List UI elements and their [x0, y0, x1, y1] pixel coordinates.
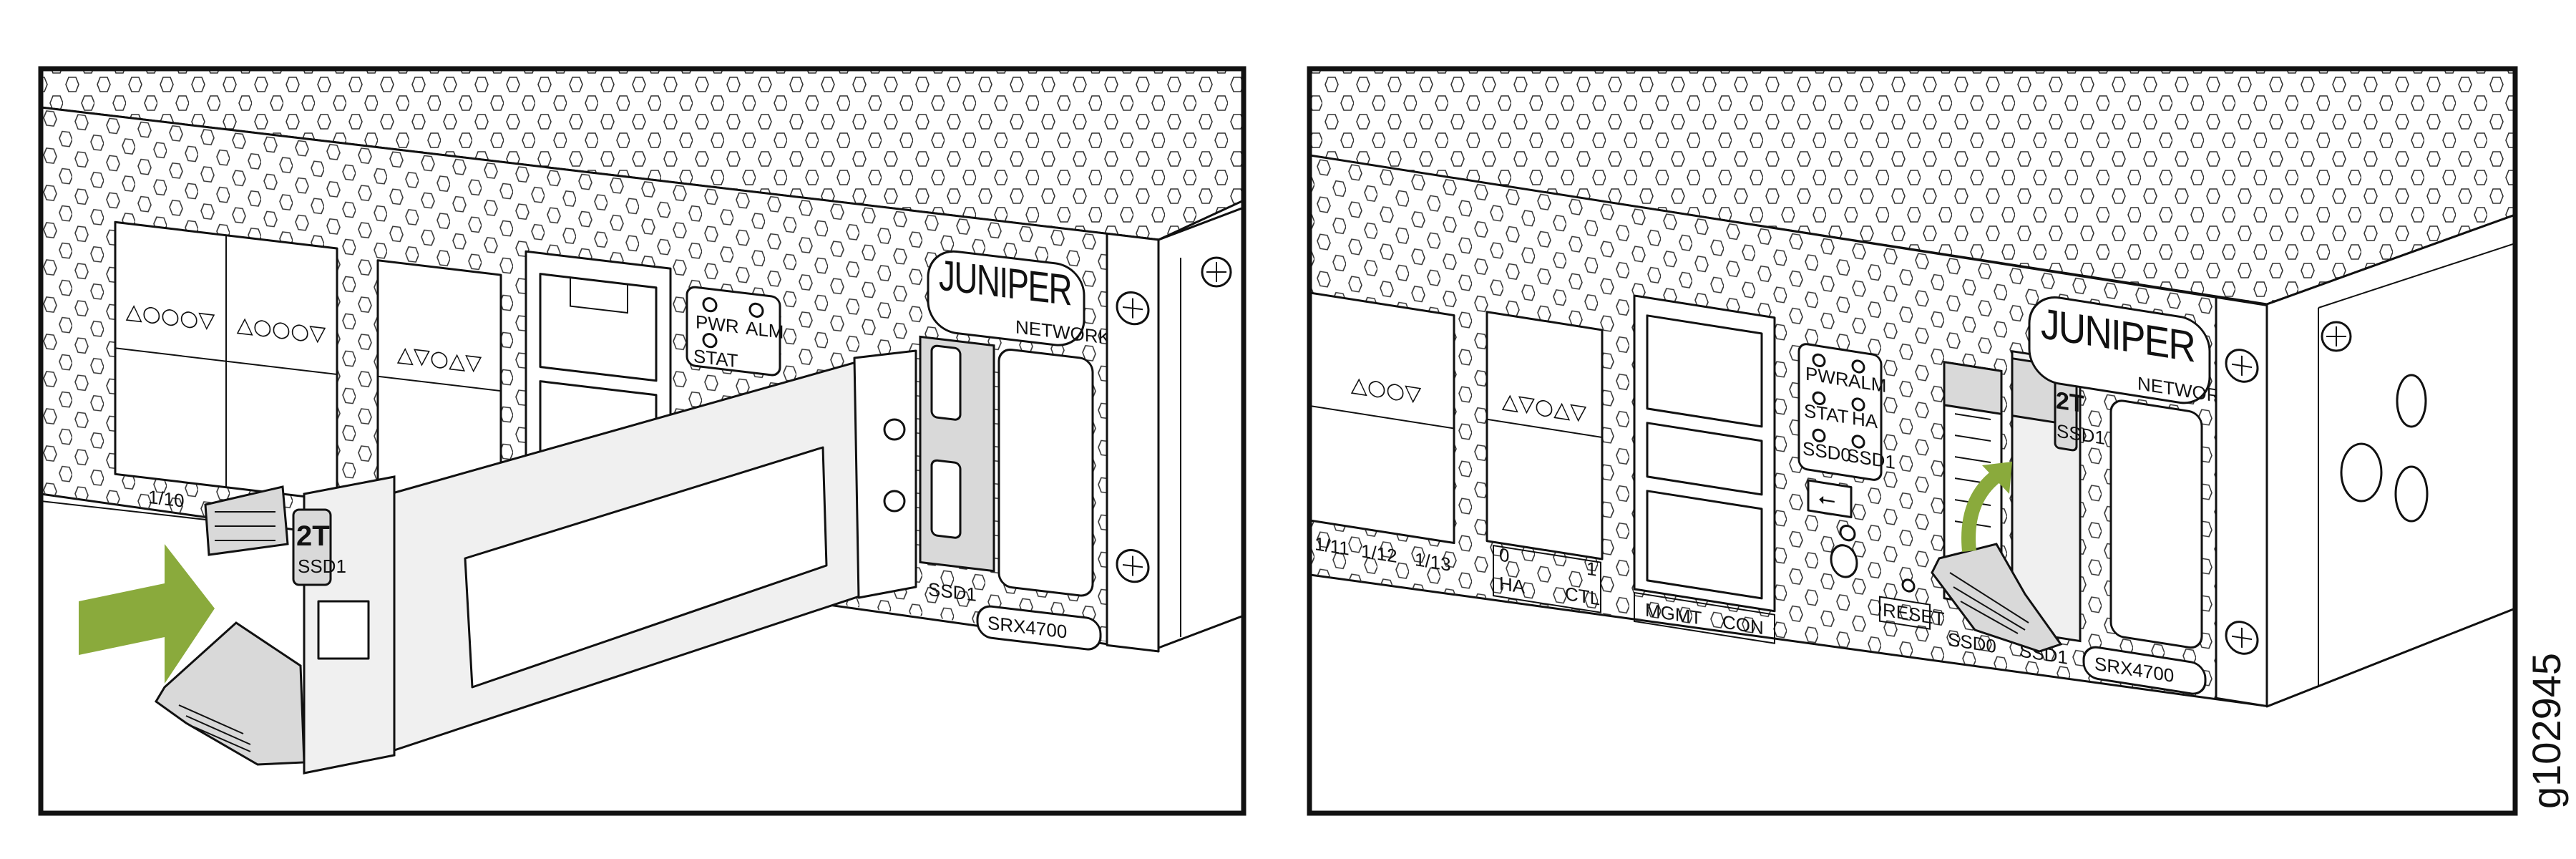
sfp-cage-single: △▽○△▽: [1485, 311, 1604, 560]
sfp-cage-single: △▽○△▽: [376, 259, 502, 507]
module-slot: SSD1: [298, 555, 346, 577]
ssd-slot-blank: [997, 348, 1094, 597]
port-label: 1/10: [148, 486, 185, 512]
arrow-curved-up-icon: [1961, 462, 2012, 552]
status-led-panel: PWR ALM STAT: [686, 286, 784, 377]
usb-icon: ⭠: [1807, 479, 1853, 518]
power-button: [1830, 525, 1858, 578]
right-panel-lock-ssd: △○○▽ 1/11 1/12 1/13 △▽○△▽ 0 1 HA CTL: [1309, 69, 2515, 708]
screw-icon: [1116, 548, 1150, 583]
juniper-logo: JUNIPER NETWORKS: [927, 250, 1123, 350]
figure-id: g102945: [2524, 653, 2569, 809]
mgmt-usb-con-stack: MGMT CON: [1633, 294, 1776, 644]
ha-top-label: 0: [1499, 544, 1509, 567]
ssd-module-label: 2T SSD1: [292, 508, 346, 586]
arrow-right-icon: [79, 544, 215, 684]
ssd1-slot: SSD1: [919, 335, 995, 606]
right-panel-frame: [1307, 66, 2518, 816]
ejector-latch: [1931, 543, 2063, 653]
module-capacity: 2T: [296, 520, 330, 552]
screw-icon: [1116, 291, 1150, 326]
ssd-slot-blank: [2109, 399, 2203, 649]
module-capacity: 2T: [2056, 387, 2084, 418]
left-panel-insert-ssd: △○○○▽ △○○○▽ 1/10 △▽○△▽ PWR ALM: [41, 69, 1244, 775]
screw-icon: [2321, 321, 2352, 352]
ssd-module: 2T SSD1: [155, 349, 917, 775]
led-label: HA: [1852, 407, 1878, 433]
left-panel-frame: [38, 66, 1246, 816]
model-badge: SRX4700: [976, 605, 1102, 651]
screw-icon: [2225, 621, 2259, 655]
led-label: PWR: [696, 311, 739, 337]
ha-top-label: 1: [1586, 558, 1596, 581]
screw-icon: [2225, 349, 2259, 383]
ha-label: HA: [1499, 573, 1526, 598]
status-led-panel: PWR ALM STAT HA SSD0 SSD1: [1797, 343, 1896, 481]
svg-text:⭠: ⭠: [1818, 485, 1835, 513]
chassis-top: [41, 69, 1244, 241]
screw-icon: [1201, 256, 1232, 288]
led-label: STAT: [693, 345, 738, 372]
ha-ctl-labels: 0 1 HA CTL: [1493, 544, 1601, 613]
ejector-latch: [155, 485, 306, 766]
led-label: ALM: [746, 317, 784, 343]
model-badge: SRX4700: [2082, 646, 2207, 695]
sfp-cage-double: △○○○▽ △○○○▽: [114, 220, 338, 502]
sfp-cage-double: △○○▽: [1309, 291, 1455, 545]
side-standoff: [2340, 374, 2429, 523]
